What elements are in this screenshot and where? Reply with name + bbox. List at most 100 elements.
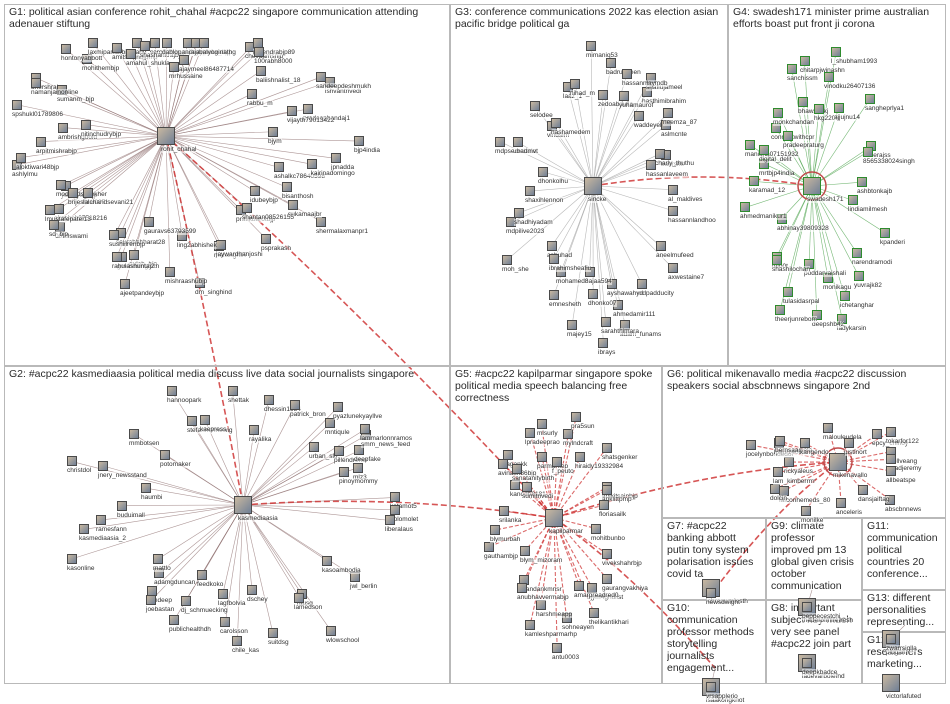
- avatar-icon: [598, 338, 608, 348]
- node-label: nitinchudrybjp: [81, 131, 121, 138]
- avatar-icon: [803, 177, 821, 195]
- node-label: yuhamaurof: [619, 102, 653, 109]
- node-label: mlsurly: [537, 430, 558, 437]
- avatar-icon: [567, 320, 577, 330]
- node-label: kapilparmar: [549, 528, 583, 535]
- node-label: mohithembjp: [82, 65, 119, 72]
- node-label: chitarpjwinashn: [800, 67, 845, 74]
- avatar-icon: [706, 588, 716, 598]
- node-label: mohamed8: [556, 278, 589, 285]
- avatar-icon: [490, 525, 500, 535]
- node-label: namanjainonline: [31, 89, 78, 96]
- node-label: ashlylmu: [12, 171, 38, 178]
- node-label: jwl_berlin: [350, 583, 377, 590]
- node-label: lagfbolvia: [218, 600, 245, 607]
- avatar-icon: [68, 188, 78, 198]
- node-label: hiraidy19332984: [575, 463, 623, 470]
- avatar-icon: [656, 241, 666, 251]
- avatar-icon: [67, 456, 77, 466]
- node-label: kasoambodia: [322, 567, 361, 574]
- node-label: lpradeeprao: [525, 439, 560, 446]
- node-label: hassannlandhoo: [668, 217, 716, 224]
- avatar-icon: [322, 556, 332, 566]
- avatar-icon: [144, 217, 154, 227]
- avatar-icon: [117, 501, 127, 511]
- group-label-g5: G5: #acpc22 kapilparmar singapore spoke …: [455, 368, 657, 404]
- node-label: gauravs63793599: [144, 228, 196, 235]
- avatar-icon: [109, 230, 119, 240]
- avatar-icon: [836, 498, 846, 508]
- group-label-g3: G3: conference communications 2022 kas e…: [455, 6, 723, 30]
- node-label: bisanthosh: [282, 193, 313, 200]
- node-label: vinodku26407136: [824, 83, 875, 90]
- avatar-icon: [199, 38, 209, 48]
- node-label: deepfake: [354, 456, 381, 463]
- avatar-icon: [307, 159, 317, 169]
- avatar-icon: [83, 188, 93, 198]
- avatar-icon: [268, 628, 278, 638]
- avatar-icon: [783, 131, 793, 141]
- node-label: sanchissm: [787, 75, 818, 82]
- node-label: psprakash: [261, 245, 291, 252]
- avatar-icon: [525, 620, 535, 630]
- avatar-icon: [840, 291, 850, 301]
- group-label-g11: G11: communication political countries 2…: [867, 520, 941, 580]
- avatar-icon: [552, 457, 562, 467]
- node-label: malouleudela: [823, 434, 862, 441]
- avatar-icon: [339, 467, 349, 477]
- node-label: antu0003: [552, 654, 579, 661]
- node-label: pinoymommy: [339, 478, 378, 485]
- avatar-icon: [333, 402, 343, 412]
- avatar-icon: [502, 255, 512, 265]
- node-label: axwestaine7: [668, 274, 704, 281]
- node-label: ajaymeel86487714: [179, 66, 234, 73]
- group-label-g7: G7: #acpc22 banking abbott putin tony sy…: [667, 520, 761, 580]
- node-label: ibrahimsheafiu: [549, 265, 591, 272]
- node-label: arpitmishrabjp: [36, 148, 77, 155]
- avatar-icon: [514, 208, 524, 218]
- avatar-icon: [538, 167, 548, 177]
- node-label: christdol: [67, 467, 91, 474]
- avatar-icon: [852, 248, 862, 258]
- avatar-icon: [153, 554, 163, 564]
- avatar-icon: [602, 549, 612, 559]
- avatar-icon: [112, 43, 122, 53]
- node-label: blym_mizoram: [520, 557, 562, 564]
- node-label: narendramodi: [852, 259, 892, 266]
- group-label-g2: G2: #acpc22 kasmediaasia political media…: [9, 368, 445, 380]
- node-label: shantan08526155: [242, 214, 294, 221]
- node-label: poddarvaishali: [804, 270, 846, 277]
- node-label: allbeatspe: [886, 477, 916, 484]
- node-label: dolcin: [770, 495, 787, 502]
- avatar-icon: [129, 429, 139, 439]
- avatar-icon: [800, 438, 810, 448]
- node-label: kasmediaasia: [238, 515, 278, 522]
- avatar-icon: [646, 160, 656, 170]
- avatar-icon: [602, 574, 612, 584]
- avatar-icon: [129, 250, 139, 260]
- avatar-icon: [67, 554, 77, 564]
- node-label: haumbi: [141, 494, 162, 501]
- avatar-icon: [586, 41, 596, 51]
- node-label: dansjaiftag: [858, 496, 889, 503]
- avatar-icon: [261, 234, 271, 244]
- node-label: _kairinadomingo: [307, 170, 355, 177]
- avatar-icon: [385, 515, 395, 525]
- node-label: kpanderi: [880, 239, 905, 246]
- node-label: deepkbadce: [802, 669, 837, 676]
- avatar-icon: [814, 104, 824, 114]
- avatar-icon: [290, 400, 300, 410]
- node-label: hassannlaymdb: [622, 80, 668, 87]
- avatar-icon: [498, 459, 508, 469]
- avatar-icon: [150, 38, 160, 48]
- node-label: kasonline: [67, 565, 94, 572]
- avatar-icon: [98, 461, 108, 471]
- avatar-icon: [326, 626, 336, 636]
- node-label: hontonyabbott: [61, 55, 102, 62]
- avatar-icon: [45, 205, 55, 215]
- avatar-icon: [112, 252, 122, 262]
- avatar-icon: [157, 127, 175, 145]
- node-label: mdpilive2023: [506, 228, 544, 235]
- avatar-icon: [844, 438, 854, 448]
- avatar-icon: [530, 101, 540, 111]
